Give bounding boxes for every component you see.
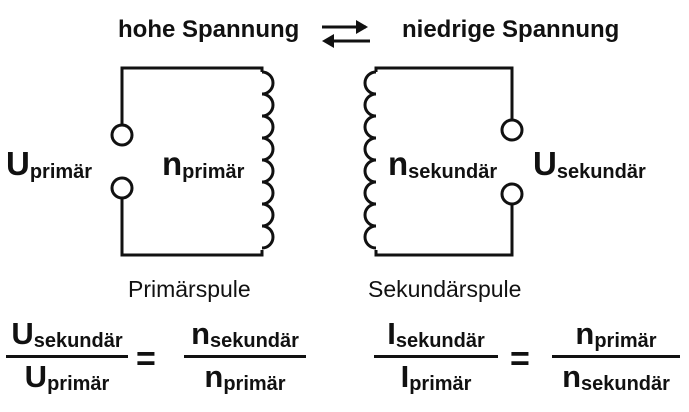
high-voltage-label: hohe Spannung — [118, 16, 300, 43]
secondary-circuit — [363, 66, 524, 257]
voltage-ratio-numerator: Usekundär — [11, 316, 123, 352]
current-ratio-denominator: Iprimär — [400, 359, 472, 395]
turns-ratio-denominator: nprimär — [204, 359, 286, 395]
fraction-bar — [184, 355, 306, 358]
primary-circuit — [110, 66, 275, 257]
turns-ratio-denominator-2: nsekundär — [562, 359, 670, 395]
n-secondary-label: nsekundär — [388, 147, 497, 182]
voltage-equals-sign: = — [136, 340, 156, 378]
turns-ratio-numerator-2: nprimär — [575, 316, 657, 352]
exchange-arrows-icon — [322, 20, 370, 48]
u-secondary-sub: sekundär — [556, 161, 646, 183]
voltage-ratio-rhs: nsekundär nprimär — [184, 318, 306, 394]
u-primary-sub: primär — [29, 161, 93, 183]
u-secondary-label: Usekundär — [533, 147, 646, 182]
n-primary-sub: primär — [182, 161, 245, 183]
current-equals-sign: = — [510, 340, 530, 378]
voltage-ratio-denominator: Uprimär — [24, 359, 110, 395]
primary-terminal-top — [110, 123, 134, 147]
low-voltage-label: niedrige Spannung — [402, 16, 620, 43]
primary-terminal-bottom — [110, 176, 134, 200]
u-primary-label: Uprimär — [6, 147, 92, 182]
u-primary-base: U — [6, 145, 30, 182]
fraction-bar — [552, 355, 680, 358]
voltage-ratio-lhs: Usekundär Uprimär — [6, 318, 128, 394]
turns-ratio-numerator: nsekundär — [191, 316, 299, 352]
current-ratio-rhs: nprimär nsekundär — [552, 318, 680, 394]
n-secondary-sub: sekundär — [408, 161, 498, 183]
fraction-bar — [6, 355, 128, 358]
n-primary-label: nprimär — [162, 147, 244, 182]
current-ratio-lhs: Isekundär Iprimär — [374, 318, 498, 394]
secondary-terminal-top — [500, 118, 524, 142]
fraction-bar — [374, 355, 498, 358]
primary-coil — [261, 70, 275, 250]
primary-coil-caption: Primärspule — [128, 276, 251, 302]
current-ratio-numerator: Isekundär — [387, 316, 485, 352]
secondary-terminal-bottom — [500, 182, 524, 206]
u-secondary-base: U — [533, 145, 557, 182]
n-primary-base: n — [162, 145, 183, 182]
secondary-coil — [363, 70, 377, 250]
secondary-coil-caption: Sekundärspule — [368, 276, 522, 302]
n-secondary-base: n — [388, 145, 409, 182]
